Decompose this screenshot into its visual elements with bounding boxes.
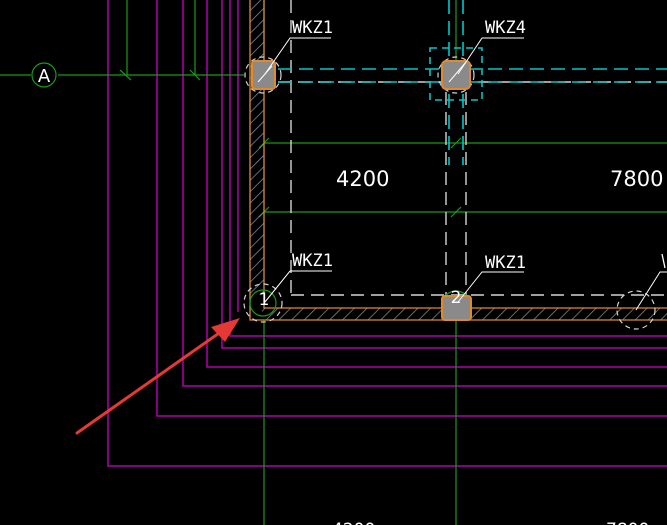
column-tag-wkz1-corner: WKZ1 <box>292 251 333 271</box>
column-tag-wkz1-top: WKZ1 <box>292 18 333 38</box>
column-tag-wkz1-bottom: WKZ1 <box>485 253 526 273</box>
column-wkz1-corner[interactable] <box>243 283 283 323</box>
grid-number-1: 1 <box>259 290 270 310</box>
selected-grid[interactable] <box>278 0 667 165</box>
axis-bubble-a[interactable]: A <box>31 62 57 88</box>
bottom-dimension-4200: 4200 <box>332 520 375 525</box>
bottom-dimension-7800: 7800 <box>606 520 649 525</box>
boundary-lines <box>107 0 667 467</box>
column-wkz4[interactable] <box>437 56 475 94</box>
column-right-partial[interactable] <box>616 290 656 330</box>
dimension-7800: 7800 <box>610 167 663 191</box>
wall-outline <box>249 0 667 321</box>
tag-leaders <box>264 37 667 311</box>
column-wkz1-bottom[interactable] <box>441 290 472 321</box>
axis-label-a: A <box>38 66 51 87</box>
beam-lines <box>278 0 667 296</box>
offscreen-tag-glyph <box>661 253 666 269</box>
annotation-arrow <box>75 318 240 435</box>
dimension-4200: 4200 <box>336 167 389 191</box>
column-tag-wkz4: WKZ4 <box>485 18 526 38</box>
left-wall-hatch <box>250 0 264 295</box>
grid-number-2: 2 <box>451 288 462 308</box>
